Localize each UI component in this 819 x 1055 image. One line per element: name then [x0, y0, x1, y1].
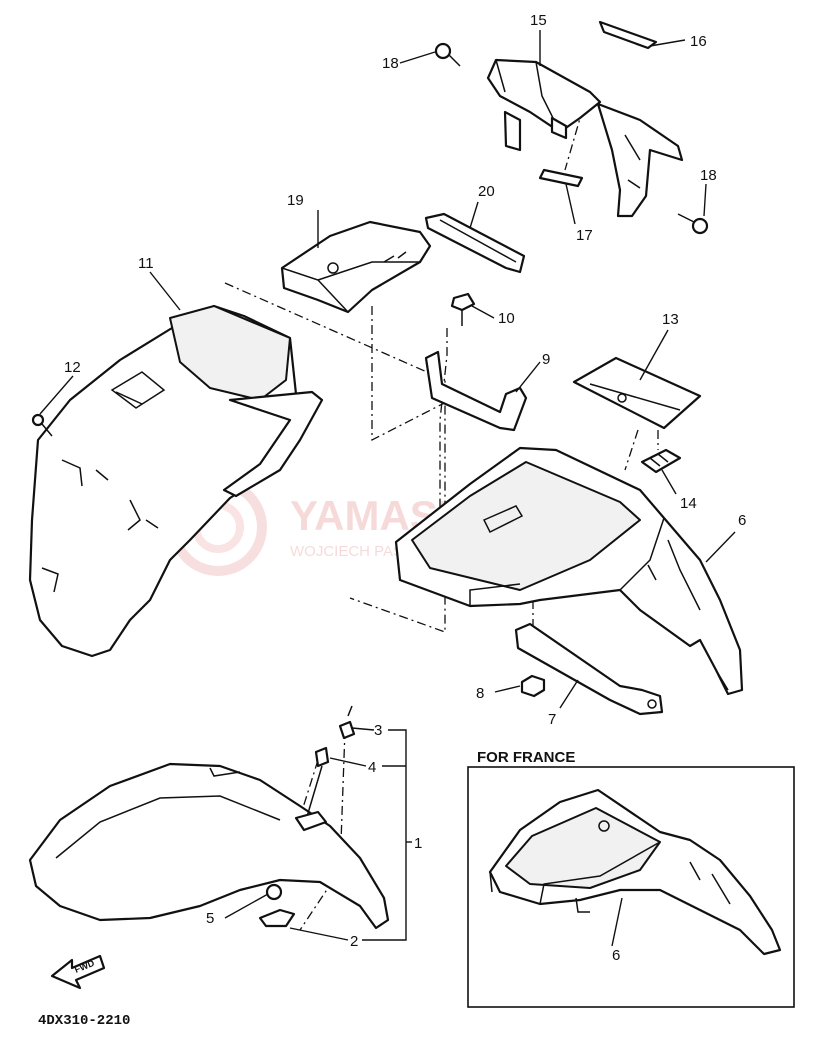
part-nut-5 [265, 883, 283, 901]
part-bolt-18a [434, 42, 461, 67]
callout-11: 11 [138, 255, 154, 272]
callout-5: 5 [206, 910, 214, 927]
part-rivet-12 [31, 413, 53, 437]
part-stay-4 [294, 746, 330, 832]
callout-16: 16 [690, 33, 707, 50]
callout-14: 14 [680, 495, 697, 512]
inset-label: FOR FRANCE [477, 749, 575, 766]
callout-20: 20 [478, 183, 495, 200]
part-flap-11 [28, 304, 324, 658]
callout-9: 9 [542, 351, 550, 368]
part-bracket-9 [424, 350, 528, 432]
callout-3: 3 [374, 722, 382, 739]
part-clip-2 [258, 908, 296, 928]
callout-7: 7 [548, 711, 556, 728]
part-band-20 [424, 212, 526, 274]
callout-19: 19 [287, 192, 304, 209]
callout-6a: 6 [738, 512, 746, 529]
callout-18a: 18 [382, 55, 399, 72]
callout-18b: 18 [700, 167, 717, 184]
callout-10: 10 [498, 310, 515, 327]
part-strip-17 [538, 168, 584, 188]
part-rear-fender-6 [394, 446, 744, 696]
leader-lines [39, 30, 736, 947]
part-nut-8 [520, 674, 546, 698]
callout-17: 17 [576, 227, 593, 244]
part-front-fender-1 [28, 762, 390, 930]
inset-fender-6 [488, 788, 782, 956]
part-cover-19 [280, 220, 432, 314]
callout-2: 2 [350, 933, 358, 950]
part-bolt-10 [450, 292, 476, 326]
callout-8: 8 [476, 685, 484, 702]
fwd-arrow-icon: FWD [50, 954, 106, 990]
diagram-code: 4DX310-2210 [38, 1013, 130, 1029]
part-screw-3 [338, 705, 356, 740]
inset-frame [467, 766, 795, 1008]
part-connector-14 [640, 448, 682, 474]
part-plate-13 [572, 356, 702, 430]
callout-13: 13 [662, 311, 679, 328]
callout-4: 4 [368, 759, 376, 776]
callout-6b: 6 [612, 947, 620, 964]
part-tail-cover [486, 20, 684, 218]
part-bolt-18b [677, 213, 709, 235]
callout-1: 1 [414, 835, 422, 852]
inset-for-france: FOR FRANCE [467, 749, 795, 1008]
callouts: 18 15 16 17 18 19 20 10 9 13 14 6 8 7 11… [64, 12, 746, 964]
part-bracket-7 [514, 622, 664, 716]
callout-12: 12 [64, 359, 81, 376]
callout-15: 15 [530, 12, 547, 29]
